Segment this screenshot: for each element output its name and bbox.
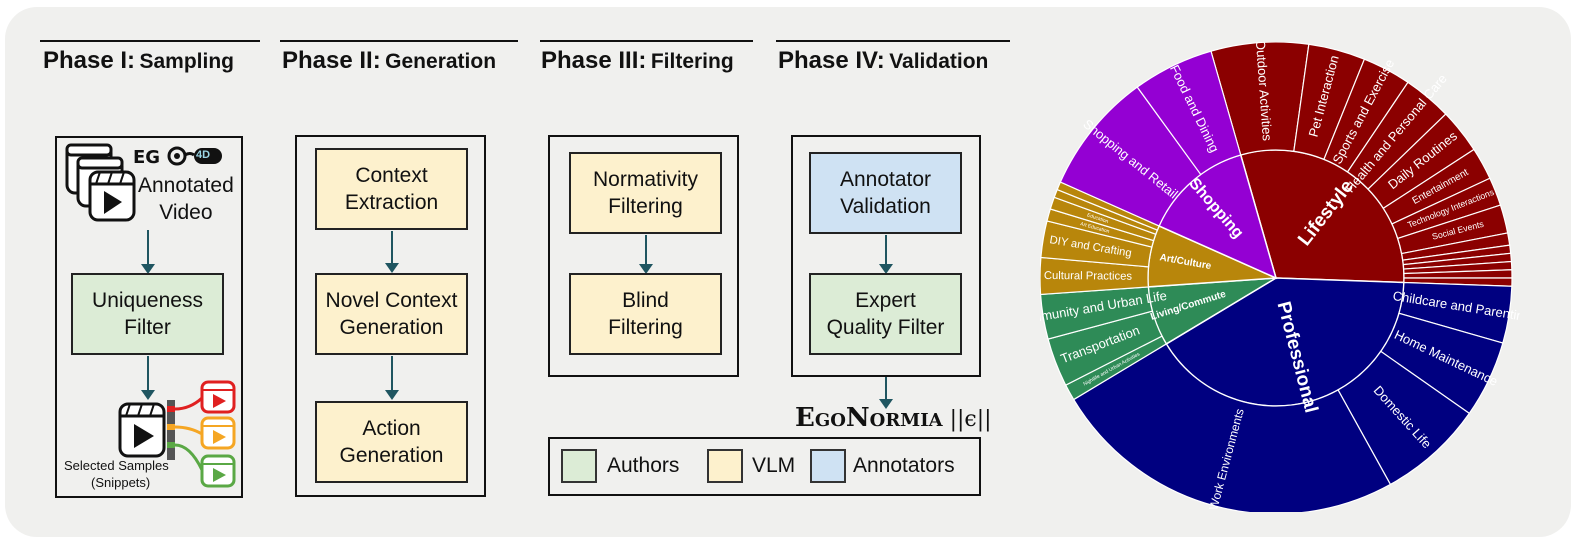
snippets-label: (Snippets) <box>91 475 151 490</box>
legend-swatch-authors <box>561 449 597 483</box>
ego4d-glasses-icon <box>166 146 226 171</box>
phase-1-rule <box>40 40 260 42</box>
egonormia-logo: EGONORMIA ||ϵ|| <box>795 403 992 433</box>
validation-frame <box>791 135 981 377</box>
blind-filtering-box: Blind Filtering <box>569 273 722 355</box>
expert-quality-filter-box: Expert Quality Filter <box>809 273 962 355</box>
arrow-normativity-to-blind <box>639 235 653 274</box>
phase-2-label: Generation <box>385 50 497 73</box>
phase-4-label: Validation <box>889 50 989 73</box>
selected-samples-label: Selected Samples <box>64 458 169 473</box>
phase-4-number: Phase IV: <box>778 47 885 74</box>
sunburst-outer-food-and-dining <box>1136 50 1242 176</box>
legend-label-annotators: Annotators <box>853 454 955 477</box>
phase-2-title: Phase II: Generation <box>282 47 496 75</box>
arrow-uniqueness-to-samples <box>141 356 155 400</box>
annotated-video-label: Annotated Video <box>138 174 234 224</box>
legend-swatch-vlm <box>707 449 743 483</box>
ego4d-logo-text: EG <box>133 147 161 168</box>
video-stack-icon <box>65 143 136 222</box>
legend-box <box>548 437 981 496</box>
egonormia-n: N <box>845 403 870 433</box>
phase-4-rule <box>776 40 1010 42</box>
sunburst-label-cultural-practices: Cultural Practices <box>1044 270 1133 283</box>
sunburst-outer-work-environments <box>1072 343 1392 512</box>
arrow-context-to-novel <box>385 231 399 273</box>
egonormia-suffix: ||ϵ|| <box>942 407 992 432</box>
arrow-video-to-uniqueness <box>141 230 155 274</box>
selected-samples-icon <box>118 380 236 488</box>
phase-1-number: Phase I: <box>43 47 136 74</box>
phase-1-label: Sampling <box>139 50 235 73</box>
novel-context-box: Novel Context Generation <box>315 273 468 355</box>
arrow-expert-to-egonormia <box>879 377 893 409</box>
arrow-novel-to-action <box>385 356 399 400</box>
egonormia-ormia: ORMIA <box>869 410 943 431</box>
ego4d-4d-label: 4D <box>196 149 211 161</box>
generation-frame <box>295 135 486 497</box>
phase-3-label: Filtering <box>650 50 734 73</box>
arrow-annotator-to-expert <box>879 235 893 274</box>
context-extraction-box: Context Extraction <box>315 148 468 230</box>
egonormia-e: E <box>795 403 815 433</box>
phase-2-rule <box>280 40 518 42</box>
normativity-filtering-box: Normativity Filtering <box>569 152 722 234</box>
action-generation-box: Action Generation <box>315 401 468 483</box>
legend-label-vlm: VLM <box>752 454 796 477</box>
sampling-frame <box>55 136 243 498</box>
phase-4-title: Phase IV: Validation <box>778 47 988 75</box>
ego4d-logo: EG <box>133 146 226 171</box>
legend-swatch-annotators <box>810 449 846 483</box>
sunburst-label-outdoor-activities: Outdoor Activities <box>1253 42 1275 142</box>
egonormia-go: GO <box>814 410 846 431</box>
filtering-frame <box>548 135 739 377</box>
phase-2-number: Phase II: <box>282 47 381 74</box>
uniqueness-filter-box: Uniqueness Filter <box>71 273 224 355</box>
phase-3-number: Phase III: <box>541 47 647 74</box>
phase-3-title: Phase III: Filtering <box>541 47 734 75</box>
phase-3-rule <box>540 40 753 42</box>
legend-label-authors: Authors <box>607 454 680 477</box>
annotator-validation-box: Annotator Validation <box>809 152 962 234</box>
phase-1-title: Phase I: Sampling <box>43 47 234 75</box>
